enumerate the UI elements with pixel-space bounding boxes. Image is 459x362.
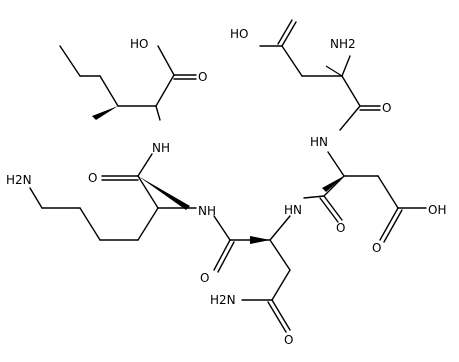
label-o-asp2: O	[372, 241, 381, 255]
label-o-ile: O	[198, 70, 207, 84]
label-ho-ile: HO	[130, 37, 148, 51]
atom-labels: HO NH2 HO O HN O NH O H2N NH HN OH O O O…	[6, 27, 446, 347]
label-hn-asp1: HN	[310, 135, 328, 149]
label-o-asn-amide: O	[284, 333, 293, 347]
label-h2n-lys: H2N	[6, 173, 32, 187]
label-o-asp: O	[382, 101, 391, 115]
label-o-lys: O	[88, 171, 97, 185]
label-nh2-top: NH2	[330, 37, 356, 51]
label-hn-asp2: HN	[284, 203, 302, 217]
label-o-asn: O	[200, 271, 209, 285]
label-ho-top: HO	[230, 27, 248, 41]
stereo-wedges	[92, 65, 344, 244]
label-nh-asn: NH	[198, 204, 216, 218]
label-nh-lys: NH	[152, 141, 170, 155]
label-o-asp2-amide: O	[336, 221, 345, 235]
label-h2n-asn: H2N	[210, 293, 236, 307]
label-oh-asp2: OH	[428, 203, 446, 217]
